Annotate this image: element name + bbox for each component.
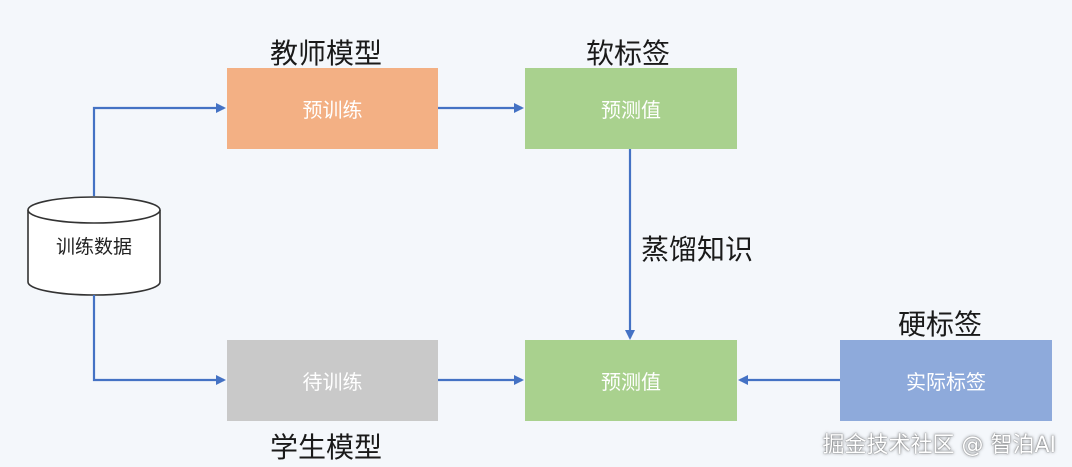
arrow-data-to-teacher (92, 103, 226, 196)
teacher-model-caption: 教师模型 (270, 37, 383, 70)
arrow-data-to-student (92, 295, 226, 385)
training-data-label: 训练数据 (55, 236, 132, 258)
student-untrained-label: 待训练 (302, 370, 363, 394)
watermark: 掘金技术社区 @ 智泊AI (822, 433, 1056, 458)
student-model-caption: 学生模型 (270, 431, 383, 464)
teacher-pretrain-label: 预训练 (302, 98, 363, 122)
student-prediction-box: 预测值 (525, 340, 737, 421)
teacher-pretrain-box: 预训练 (227, 68, 438, 149)
student-untrained-box: 待训练 (227, 340, 438, 421)
soft-label-prediction-label: 预测值 (601, 98, 661, 122)
hard-label-box: 实际标签 (840, 340, 1052, 421)
distill-knowledge-label: 蒸馏知识 (641, 233, 754, 266)
database-cylinder (27, 196, 161, 296)
soft-label-prediction-box: 预测值 (525, 68, 737, 149)
soft-label-caption: 软标签 (586, 37, 671, 70)
student-prediction-label: 预测值 (601, 370, 661, 394)
hard-label-actual-label: 实际标签 (906, 370, 986, 394)
hard-label-caption: 硬标签 (898, 308, 983, 341)
